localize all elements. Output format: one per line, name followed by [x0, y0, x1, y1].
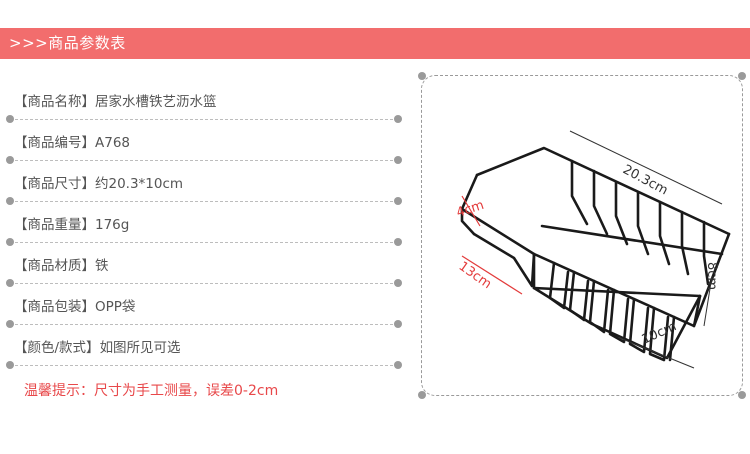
measurement-note: 温馨提示：尺寸为手工测量，误差0-2cm [24, 383, 279, 399]
spec-label: 【商品尺寸】 [14, 176, 95, 192]
divider-dot [6, 361, 14, 369]
spec-row-weight: 【商品重量】176g [0, 205, 410, 246]
section-header: >>>商品参数表 [0, 28, 750, 59]
product-image-frame: 20.3cm 8cm 10cm 13cm 4cm [418, 72, 746, 399]
spec-value: 居家水槽铁艺沥水篮 [95, 94, 217, 110]
spec-value: 铁 [95, 258, 109, 274]
spec-label: 【商品材质】 [14, 258, 95, 274]
spec-label: 【商品编号】 [14, 135, 95, 151]
divider-dot [6, 238, 14, 246]
spec-value: 约20.3*10cm [95, 176, 184, 192]
spec-value: 如图所见可选 [99, 340, 181, 356]
dashed-divider [10, 365, 398, 366]
dimension-lines-accent [461, 195, 523, 295]
divider-dot [6, 320, 14, 328]
spec-row-size: 【商品尺寸】约20.3*10cm [0, 164, 410, 205]
frame-dot [418, 391, 426, 399]
spec-text: 【商品材质】铁 [14, 254, 109, 274]
spec-text: 【商品包装】OPP袋 [14, 295, 135, 315]
divider-dot [6, 156, 14, 164]
divider-dot [394, 115, 402, 123]
spec-text: 【商品名称】居家水槽铁艺沥水篮 [14, 90, 217, 110]
dashed-divider [10, 242, 398, 243]
spec-text: 【商品编号】A768 [14, 131, 130, 151]
spec-text: 【商品尺寸】约20.3*10cm [14, 172, 183, 192]
spec-value: 176g [95, 217, 130, 233]
wire-basket [460, 146, 731, 362]
spec-label: 【商品名称】 [14, 94, 95, 110]
spec-text: 【商品重量】176g [14, 213, 129, 233]
divider-dot [394, 320, 402, 328]
spec-row-material: 【商品材质】铁 [0, 246, 410, 287]
spec-row-code: 【商品编号】A768 [0, 123, 410, 164]
length-label: 20.3cm [620, 162, 670, 198]
frame-dot [738, 391, 746, 399]
divider-dot [6, 197, 14, 205]
hook-label: 4cm [455, 198, 486, 221]
height-label: 8cm [704, 262, 719, 290]
divider-dot [394, 197, 402, 205]
divider-dot [394, 156, 402, 164]
spec-label: 【商品重量】 [14, 217, 95, 233]
frame-dot [738, 72, 746, 80]
divider-dot [394, 361, 402, 369]
spec-value: OPP袋 [95, 299, 136, 315]
dimension-lines [569, 130, 723, 369]
dashed-divider [10, 119, 398, 120]
spec-value: A768 [95, 135, 131, 151]
spec-label: 【商品包装】 [14, 299, 95, 315]
wire-basket-illustration: 20.3cm 8cm 10cm 13cm 4cm [455, 130, 731, 369]
divider-dot [6, 279, 14, 287]
dashed-divider [10, 324, 398, 325]
dashed-divider [10, 201, 398, 202]
divider-dot [394, 279, 402, 287]
spec-row-color: 【颜色/款式】如图所见可选 [0, 328, 410, 369]
spec-list: 【商品名称】居家水槽铁艺沥水篮 【商品编号】A768 【商品尺寸】约20.3*1… [0, 82, 410, 369]
spec-text: 【颜色/款式】如图所见可选 [14, 336, 181, 356]
spec-row-name: 【商品名称】居家水槽铁艺沥水篮 [0, 82, 410, 123]
divider-dot [394, 238, 402, 246]
spec-label: 【颜色/款式】 [14, 340, 100, 356]
dashed-divider [10, 160, 398, 161]
dashed-divider [10, 283, 398, 284]
frame-dot [418, 72, 426, 80]
divider-dot [6, 115, 14, 123]
spec-row-packaging: 【商品包装】OPP袋 [0, 287, 410, 328]
